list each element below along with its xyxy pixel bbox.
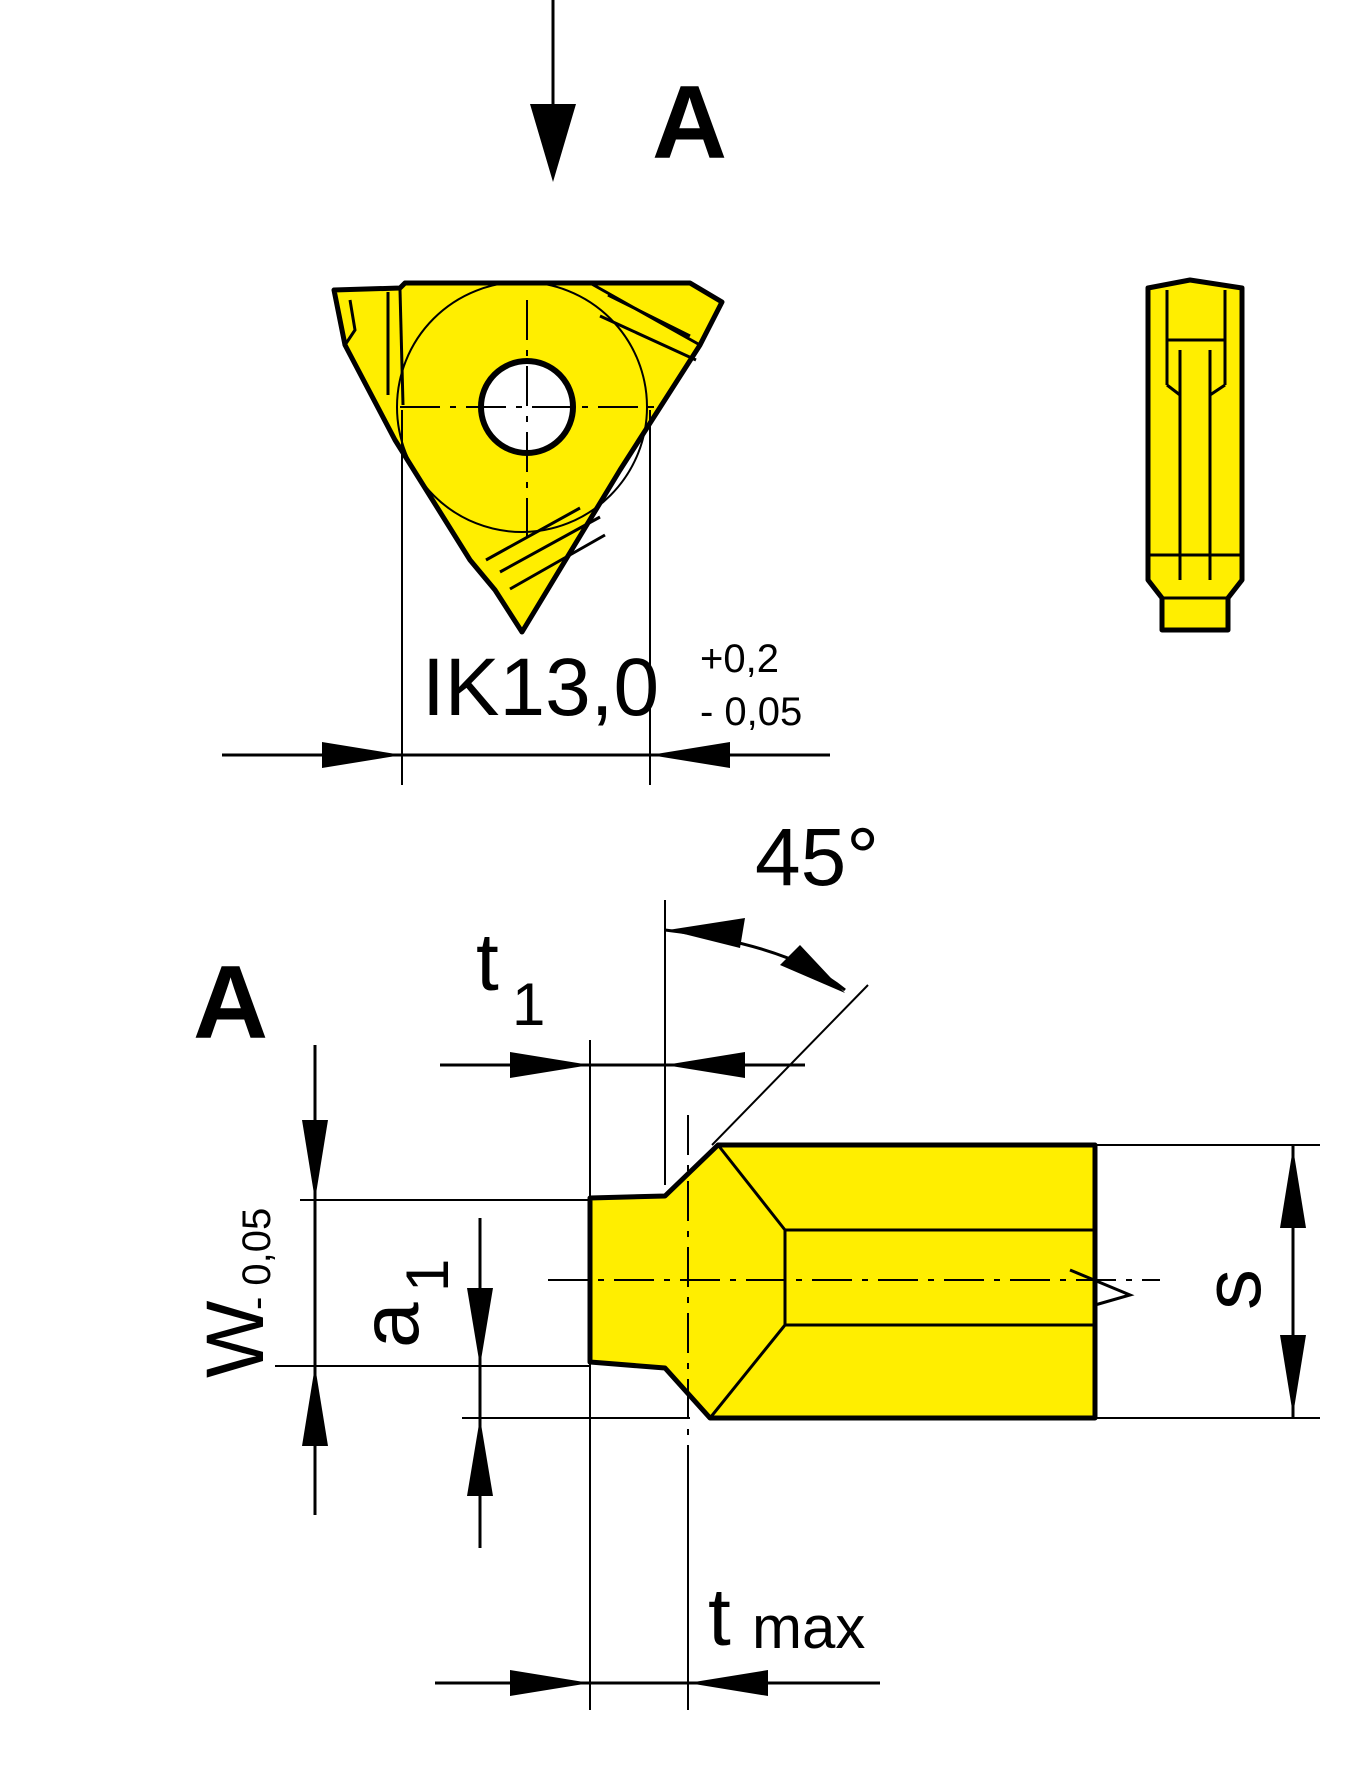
s-label: s	[1187, 1269, 1278, 1310]
a1-label: a	[345, 1302, 436, 1348]
tmax-label: t	[708, 1572, 731, 1663]
t1-subscript: 1	[512, 971, 545, 1038]
a1-dimension	[462, 1218, 690, 1548]
w-label: W	[190, 1300, 281, 1378]
a1-subscript: 1	[394, 1259, 461, 1292]
angle-dimension	[664, 900, 869, 1185]
w-dimension	[275, 1045, 590, 1515]
ik-value: IK13,0	[422, 642, 659, 733]
t1-dimension	[440, 1052, 805, 1078]
t1-label: t	[476, 917, 499, 1008]
tmax-dimension	[435, 1040, 880, 1710]
insert-side-view	[1145, 277, 1245, 633]
view-label-bottom: A	[193, 945, 268, 1061]
view-label-top: A	[652, 65, 727, 181]
s-dimension	[1095, 1144, 1320, 1419]
ik-dimension	[222, 410, 830, 785]
tmax-subscript: max	[752, 1594, 865, 1661]
ik-lower-tolerance: - 0,05	[700, 690, 802, 734]
ik-upper-tolerance: +0,2	[700, 637, 779, 681]
w-tolerance: - 0,05	[235, 1208, 279, 1310]
angle-value: 45°	[755, 812, 879, 903]
insert-top-view	[331, 280, 725, 635]
insert-section	[587, 1142, 1135, 1421]
view-arrow	[530, 0, 576, 182]
